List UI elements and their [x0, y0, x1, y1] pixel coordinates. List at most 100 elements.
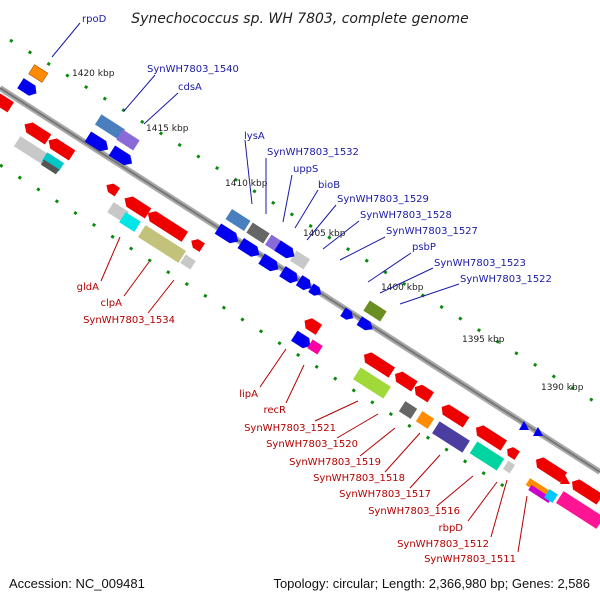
gene-label[interactable]: SynWH7803_1528 — [360, 210, 452, 221]
gene-arrow[interactable] — [519, 421, 529, 430]
forward-leader-lines — [51, 22, 460, 305]
gene-arrow[interactable] — [0, 91, 14, 113]
gene-label[interactable]: bioB — [318, 180, 340, 191]
kbp-label: 1420 kbp — [72, 69, 115, 79]
gene-feature[interactable] — [41, 152, 65, 172]
gene-feature[interactable] — [556, 491, 600, 529]
gene-feature[interactable] — [353, 367, 391, 399]
gene-feature[interactable] — [40, 159, 60, 175]
tick-row-upper — [9, 38, 600, 407]
gene-arrow[interactable] — [45, 135, 76, 161]
gene-label[interactable]: SynWH7803_1519 — [289, 457, 381, 468]
reverse-leader-lines — [100, 236, 528, 553]
gene-arrow[interactable] — [412, 382, 434, 403]
gene-label[interactable]: cdsA — [178, 82, 202, 93]
gene-label[interactable]: SynWH7803_1521 — [244, 423, 336, 434]
gene-feature[interactable] — [28, 64, 49, 83]
gene-arrow[interactable] — [121, 193, 152, 219]
gene-arrow[interactable] — [108, 145, 136, 168]
gene-feature[interactable] — [307, 339, 323, 355]
gene-arrow[interactable] — [340, 307, 355, 323]
gene-feature[interactable] — [138, 225, 186, 263]
gene-label[interactable]: SynWH7803_1540 — [147, 64, 239, 75]
forward-gene-labels: rpoD SynWH7803_1540 cdsA lysA SynWH7803_… — [82, 14, 552, 285]
gene-arrow[interactable] — [258, 253, 281, 275]
gene-label[interactable]: lysA — [244, 131, 265, 142]
gene-arrow[interactable] — [274, 240, 297, 262]
gene-label[interactable]: SynWH7803_1532 — [267, 147, 359, 158]
gene-feature[interactable] — [119, 212, 141, 232]
gene-arrow[interactable] — [438, 402, 470, 428]
gene-arrow[interactable] — [145, 208, 189, 242]
gene-feature[interactable] — [94, 114, 126, 140]
kbp-label: 1410 kbp — [225, 179, 268, 189]
gene-arrow[interactable] — [279, 266, 301, 286]
gene-label[interactable]: clpA — [101, 298, 123, 309]
gene-arrow[interactable] — [533, 455, 568, 483]
gene-arrow[interactable] — [533, 427, 543, 436]
map-title: Synechococcus sp. WH 7803, complete geno… — [131, 11, 469, 27]
kbp-label: 1395 kbp — [462, 335, 505, 345]
gene-feature[interactable] — [432, 421, 470, 453]
gene-feature[interactable] — [225, 209, 251, 231]
gene-arrow[interactable] — [291, 330, 313, 351]
gene-feature[interactable] — [544, 489, 558, 503]
gene-label[interactable]: SynWH7803_1527 — [386, 226, 478, 237]
gene-label[interactable]: SynWH7803_1512 — [397, 539, 489, 550]
gene-arrow[interactable] — [473, 423, 508, 451]
gene-arrow[interactable] — [104, 181, 121, 197]
gene-arrow[interactable] — [21, 119, 52, 145]
gene-label[interactable]: SynWH7803_1520 — [266, 439, 358, 450]
kbp-label: 1390 kbp — [541, 383, 584, 393]
gene-arrow[interactable] — [17, 78, 39, 98]
gene-feature[interactable] — [398, 401, 418, 419]
gene-arrow[interactable] — [569, 477, 600, 505]
topology-text: Topology: circular; Length: 2,366,980 bp… — [273, 576, 590, 591]
gene-feature[interactable] — [415, 411, 435, 429]
kbp-label: 1405 kbp — [303, 229, 346, 239]
gene-arrow[interactable] — [308, 283, 323, 299]
gene-label[interactable]: rbpD — [438, 523, 463, 534]
gene-arrow[interactable] — [361, 350, 396, 378]
forward-strand-genes — [17, 64, 543, 436]
gene-label[interactable]: psbP — [412, 242, 436, 253]
gene-label[interactable]: gldA — [77, 282, 99, 293]
gene-feature[interactable] — [290, 250, 310, 270]
gene-arrow[interactable] — [189, 236, 205, 252]
accession-text: Accession: NC_009481 — [9, 576, 145, 591]
gene-feature[interactable] — [116, 129, 140, 151]
gene-arrow[interactable] — [560, 475, 570, 484]
gene-arrow[interactable] — [356, 316, 376, 333]
gene-arrow[interactable] — [84, 131, 112, 154]
kbp-labels: 1420 kbp 1415 kbp 1410 kbp 1405 kbp 1400… — [72, 69, 584, 393]
gene-label[interactable]: SynWH7803_1529 — [337, 194, 429, 205]
gene-label[interactable]: rpoD — [82, 14, 107, 25]
gene-arrow[interactable] — [214, 223, 242, 246]
gene-label[interactable]: SynWH7803_1516 — [368, 506, 460, 517]
kbp-label: 1400 kbp — [381, 283, 424, 293]
gene-feature[interactable] — [469, 441, 505, 471]
gene-label[interactable]: SynWH7803_1523 — [434, 258, 526, 269]
gene-arrow[interactable] — [295, 275, 314, 293]
gene-label[interactable]: lipA — [239, 389, 258, 400]
gene-label[interactable]: recR — [264, 405, 287, 416]
kbp-label: 1415 kbp — [146, 124, 189, 134]
gene-feature[interactable] — [525, 478, 551, 498]
gene-feature[interactable] — [180, 254, 196, 270]
reverse-gene-labels: gldA clpA SynWH7803_1534 lipA recR SynWH… — [77, 282, 516, 565]
gene-label[interactable]: SynWH7803_1518 — [313, 473, 405, 484]
gene-arrow[interactable] — [301, 316, 323, 335]
gene-label[interactable]: SynWH7803_1517 — [339, 489, 431, 500]
gene-label[interactable]: uppS — [293, 164, 318, 175]
reverse-strand-genes — [0, 91, 600, 529]
gene-arrow[interactable] — [504, 445, 520, 460]
gene-label[interactable]: SynWH7803_1534 — [83, 315, 175, 326]
gene-label[interactable]: SynWH7803_1511 — [424, 554, 516, 565]
gene-feature[interactable] — [246, 222, 270, 244]
gene-feature[interactable] — [363, 300, 387, 322]
gene-arrow[interactable] — [392, 369, 418, 392]
gene-feature[interactable] — [502, 460, 516, 474]
gene-label[interactable]: SynWH7803_1522 — [460, 274, 552, 285]
gene-arrow[interactable] — [237, 238, 263, 260]
